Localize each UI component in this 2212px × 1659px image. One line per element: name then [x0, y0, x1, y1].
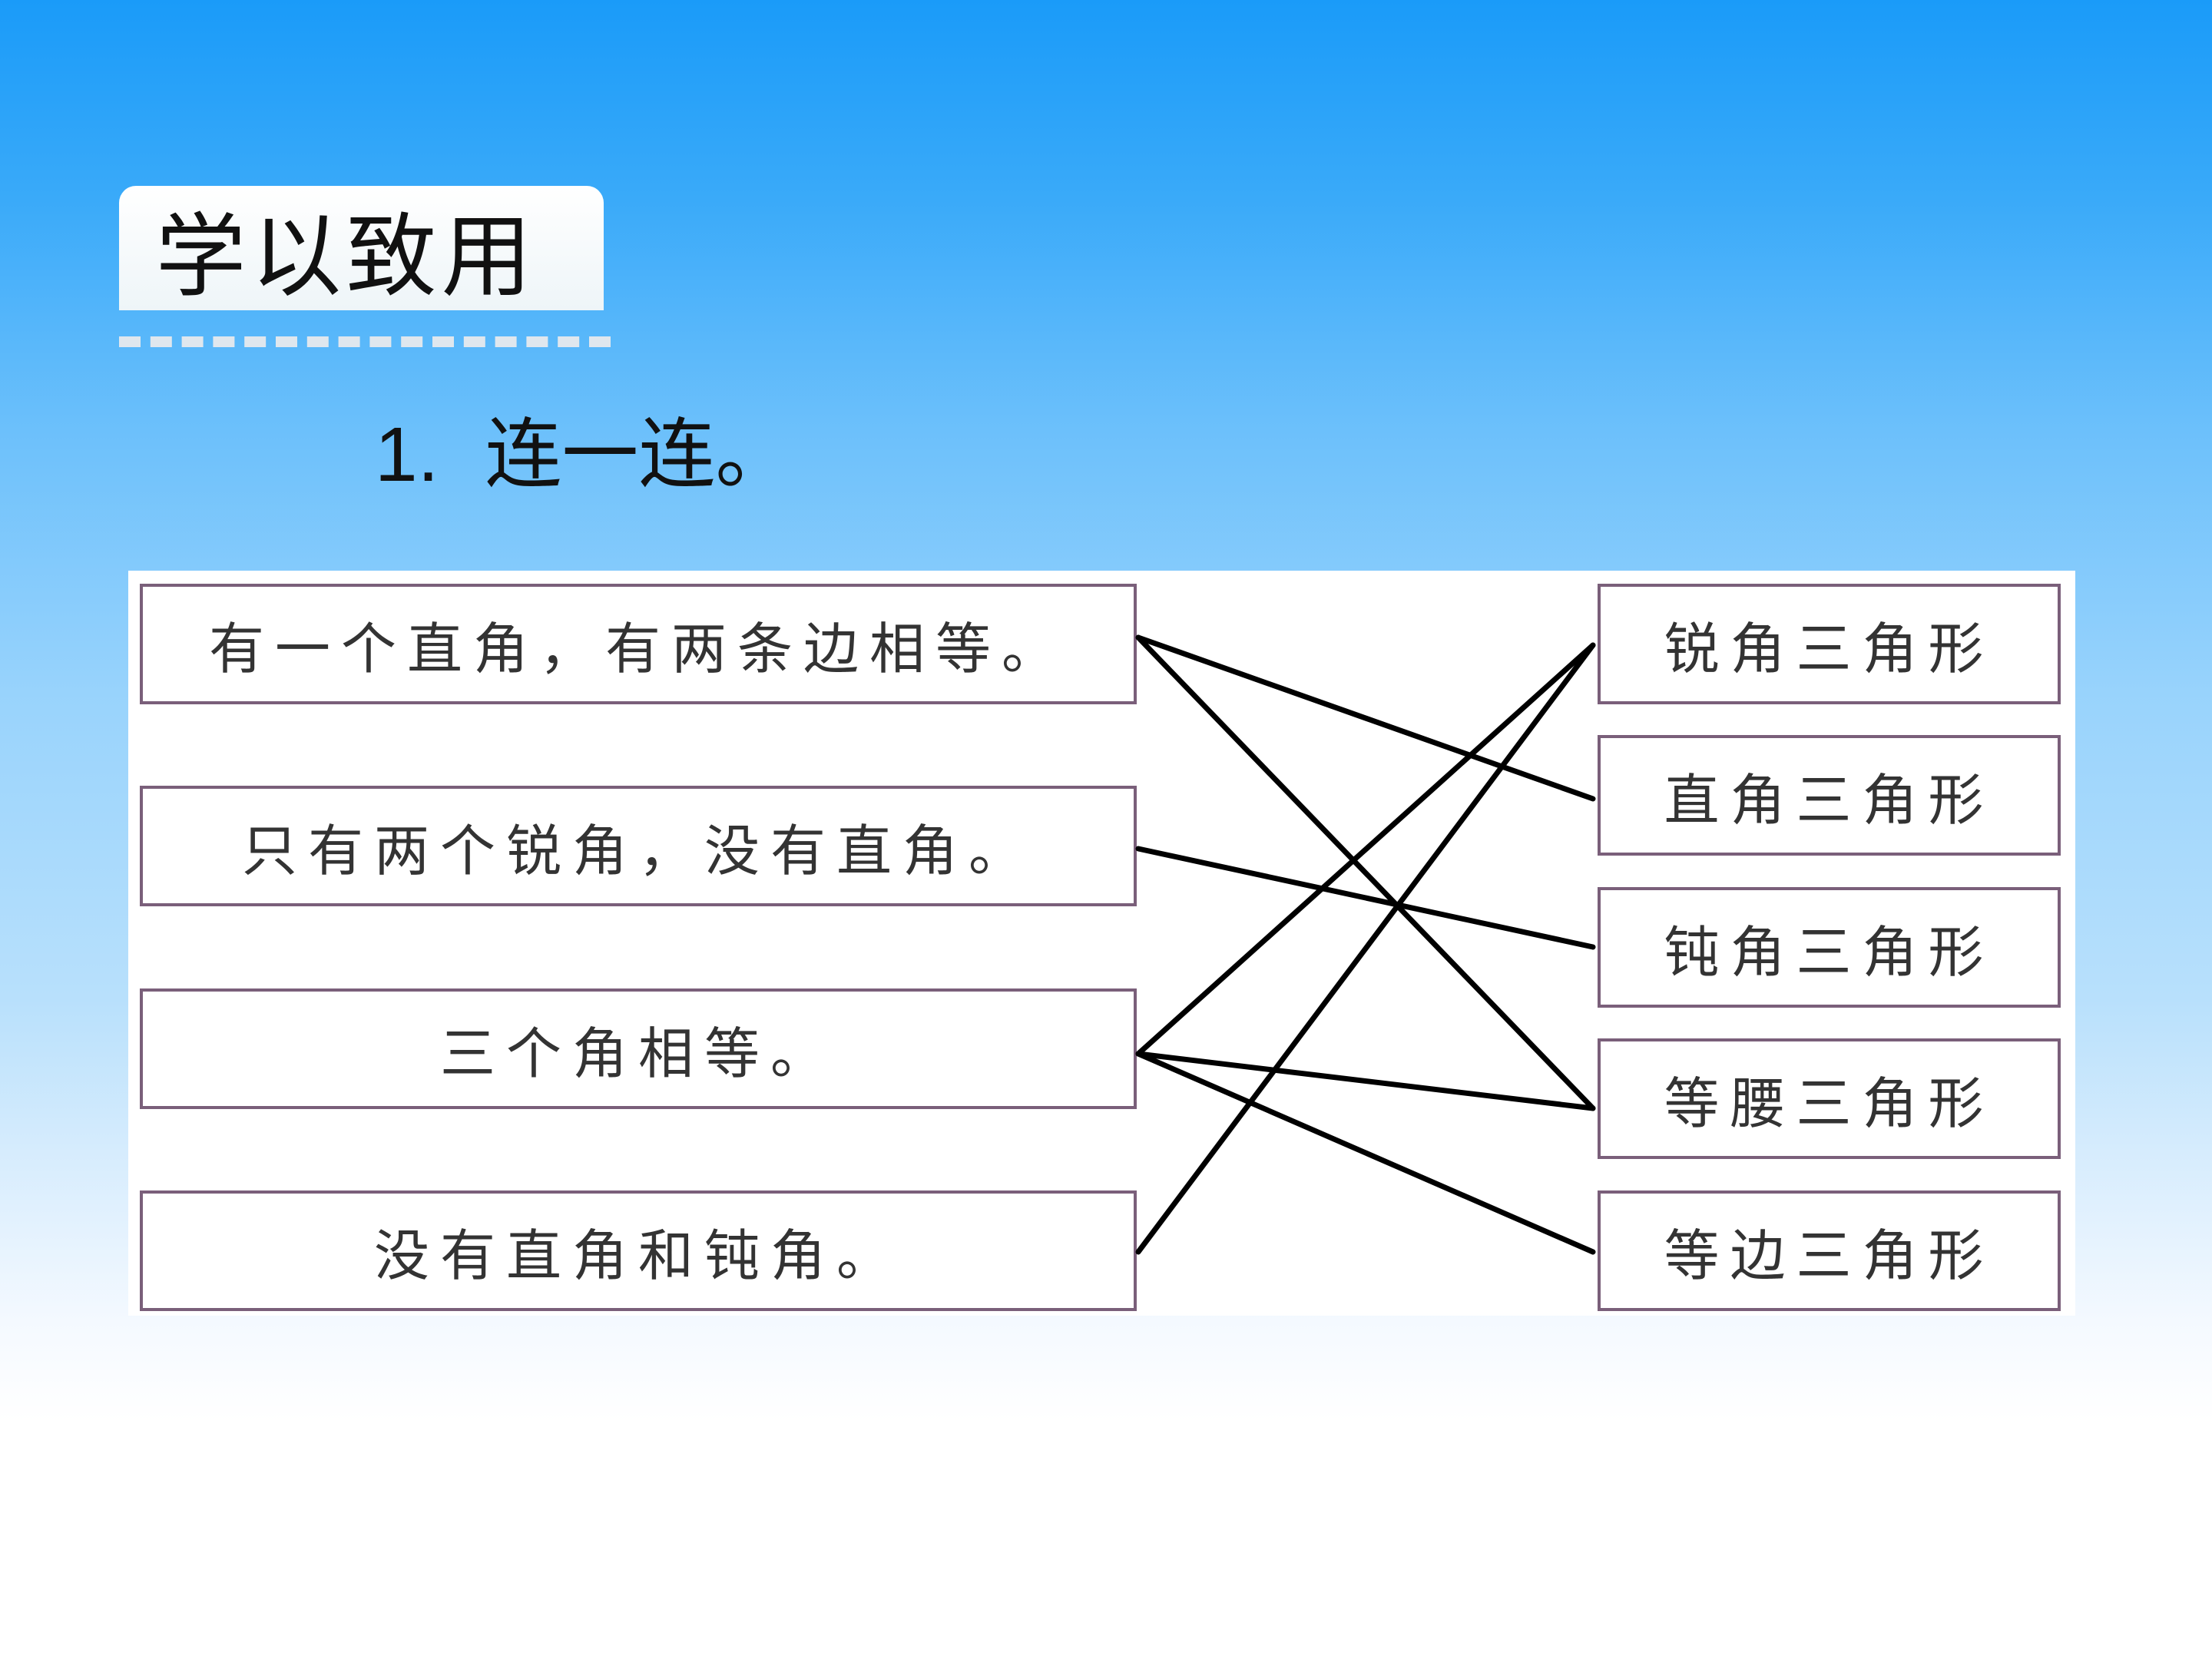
section-title-tab: 学以致用: [119, 186, 604, 310]
connection-line-7: [1135, 642, 1596, 1255]
left-option-1[interactable]: 有一个直角，有两条边相等。: [140, 584, 1137, 704]
question-prompt: 连一连。: [485, 409, 793, 499]
right-option-3[interactable]: 钝角三角形: [1598, 887, 2061, 1008]
right-option-4[interactable]: 等腰三角形: [1598, 1038, 2061, 1159]
connection-line-4: [1135, 642, 1596, 1057]
right-option-2[interactable]: 直角三角形: [1598, 735, 2061, 856]
right-option-5[interactable]: 等边三角形: [1598, 1190, 2061, 1311]
connection-line-3: [1135, 846, 1596, 950]
left-option-3[interactable]: 三个角相等。: [140, 988, 1137, 1109]
question: 1. 连一连。: [375, 392, 792, 503]
dashed-divider: [119, 336, 611, 347]
question-number: 1.: [375, 412, 439, 498]
left-option-4[interactable]: 没有直角和钝角。: [140, 1190, 1137, 1311]
section-title: 学以致用: [155, 203, 537, 310]
connection-line-2: [1135, 634, 1596, 1111]
connection-line-1: [1135, 634, 1596, 802]
left-option-2[interactable]: 只有两个锐角，没有直角。: [140, 786, 1137, 906]
right-option-1[interactable]: 锐角三角形: [1598, 584, 2061, 704]
connection-line-5: [1135, 1051, 1596, 1111]
connection-line-6: [1135, 1051, 1596, 1255]
